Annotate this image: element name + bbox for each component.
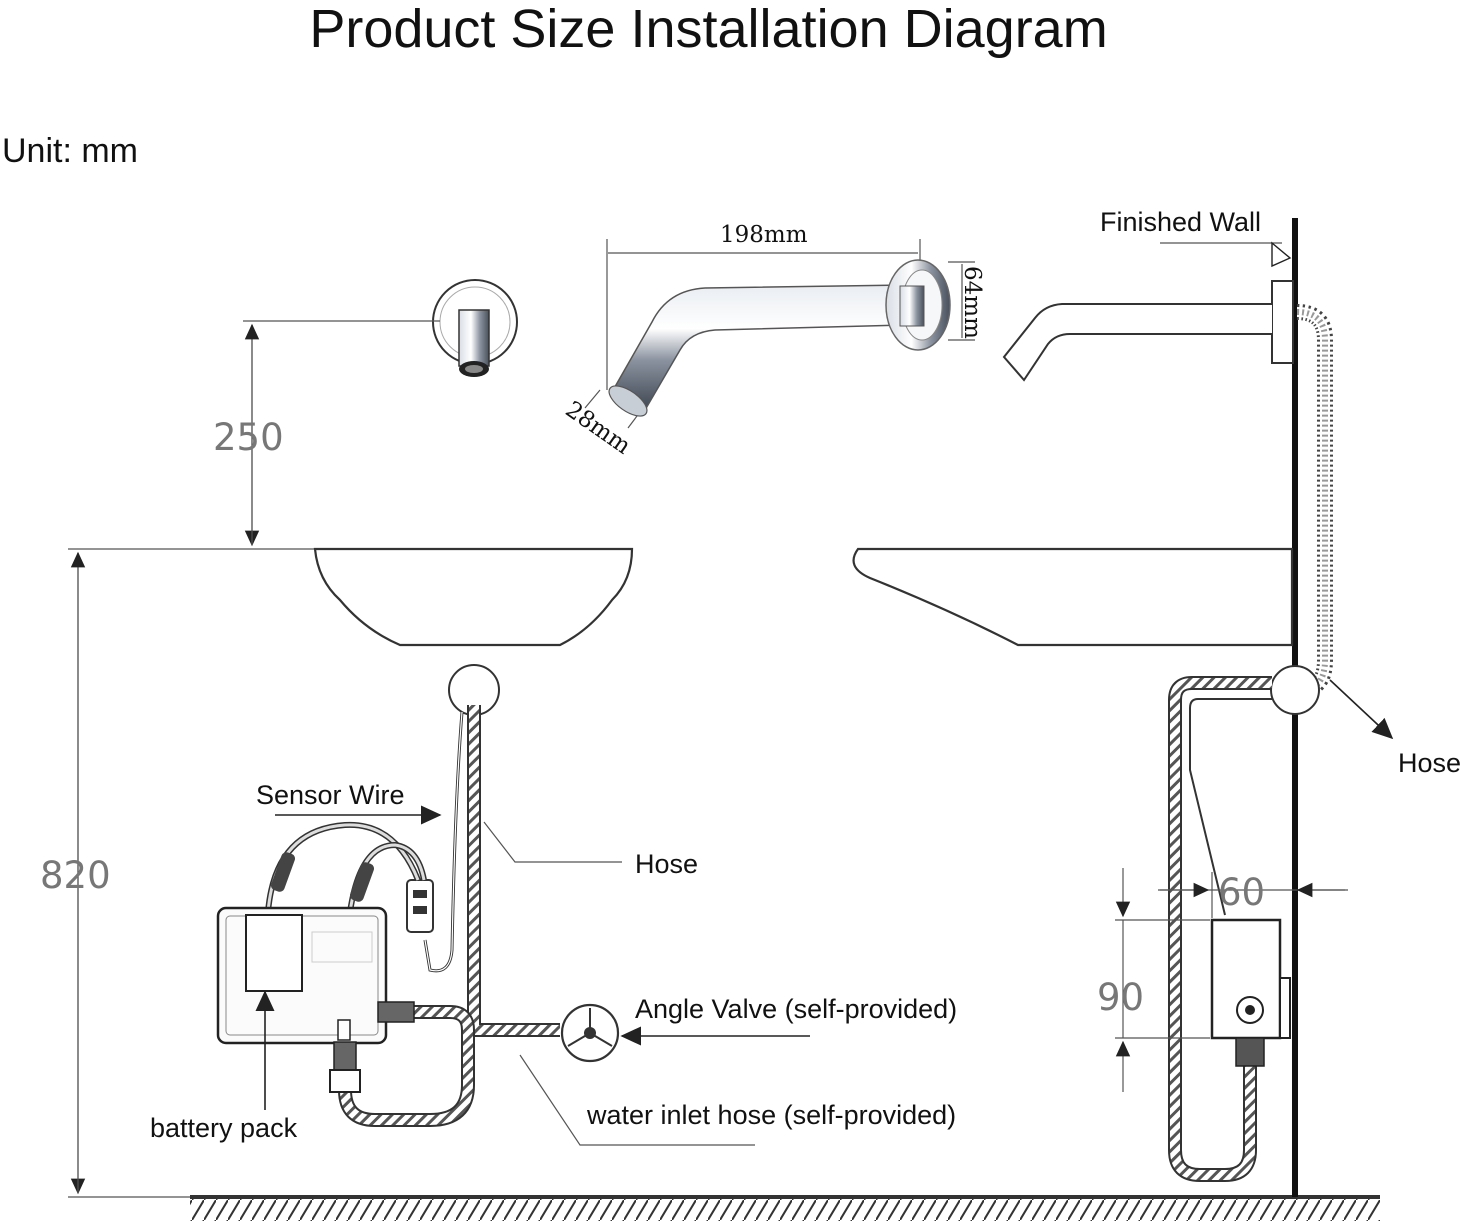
spout-length-label: 198mm — [720, 222, 808, 248]
hose-right-label: Hose — [1398, 748, 1461, 778]
hose-center-label: Hose — [635, 849, 698, 879]
finished-wall-label: Finished Wall — [1100, 207, 1261, 237]
front-view-plumbing — [216, 664, 620, 1127]
side-view-plumbing — [1168, 676, 1291, 1182]
dimension-820 — [68, 548, 320, 1195]
spout-side-view — [1002, 280, 1294, 382]
dimension-90-label: 90 — [1097, 976, 1144, 1019]
callout-lines — [255, 805, 810, 1146]
faucet-front-view — [432, 279, 518, 377]
hose-in-wall — [1270, 304, 1394, 740]
angle-valve-label: Angle Valve (self-provided) — [635, 994, 957, 1024]
dimension-250 — [243, 320, 440, 547]
unit-label: Unit: mm — [2, 132, 138, 170]
battery-pack-label: battery pack — [150, 1113, 298, 1143]
dimension-90 — [1115, 868, 1210, 1092]
floor-line — [68, 1195, 1380, 1221]
diagram-title: Product Size Installation Diagram — [309, 0, 1108, 59]
sensor-wire-label: Sensor Wire — [256, 780, 405, 810]
dimension-60-label: 60 — [1218, 871, 1265, 914]
basin-side-view — [852, 547, 1294, 647]
water-inlet-hose-label: water inlet hose (self-provided) — [586, 1100, 956, 1130]
basin-front-view — [313, 547, 634, 647]
spout-flange-height-label: 64mm — [959, 266, 985, 339]
dimension-820-label: 820 — [40, 854, 111, 897]
dimension-60 — [1158, 872, 1348, 918]
dimension-250-label: 250 — [213, 416, 284, 459]
spout-product — [584, 239, 975, 429]
